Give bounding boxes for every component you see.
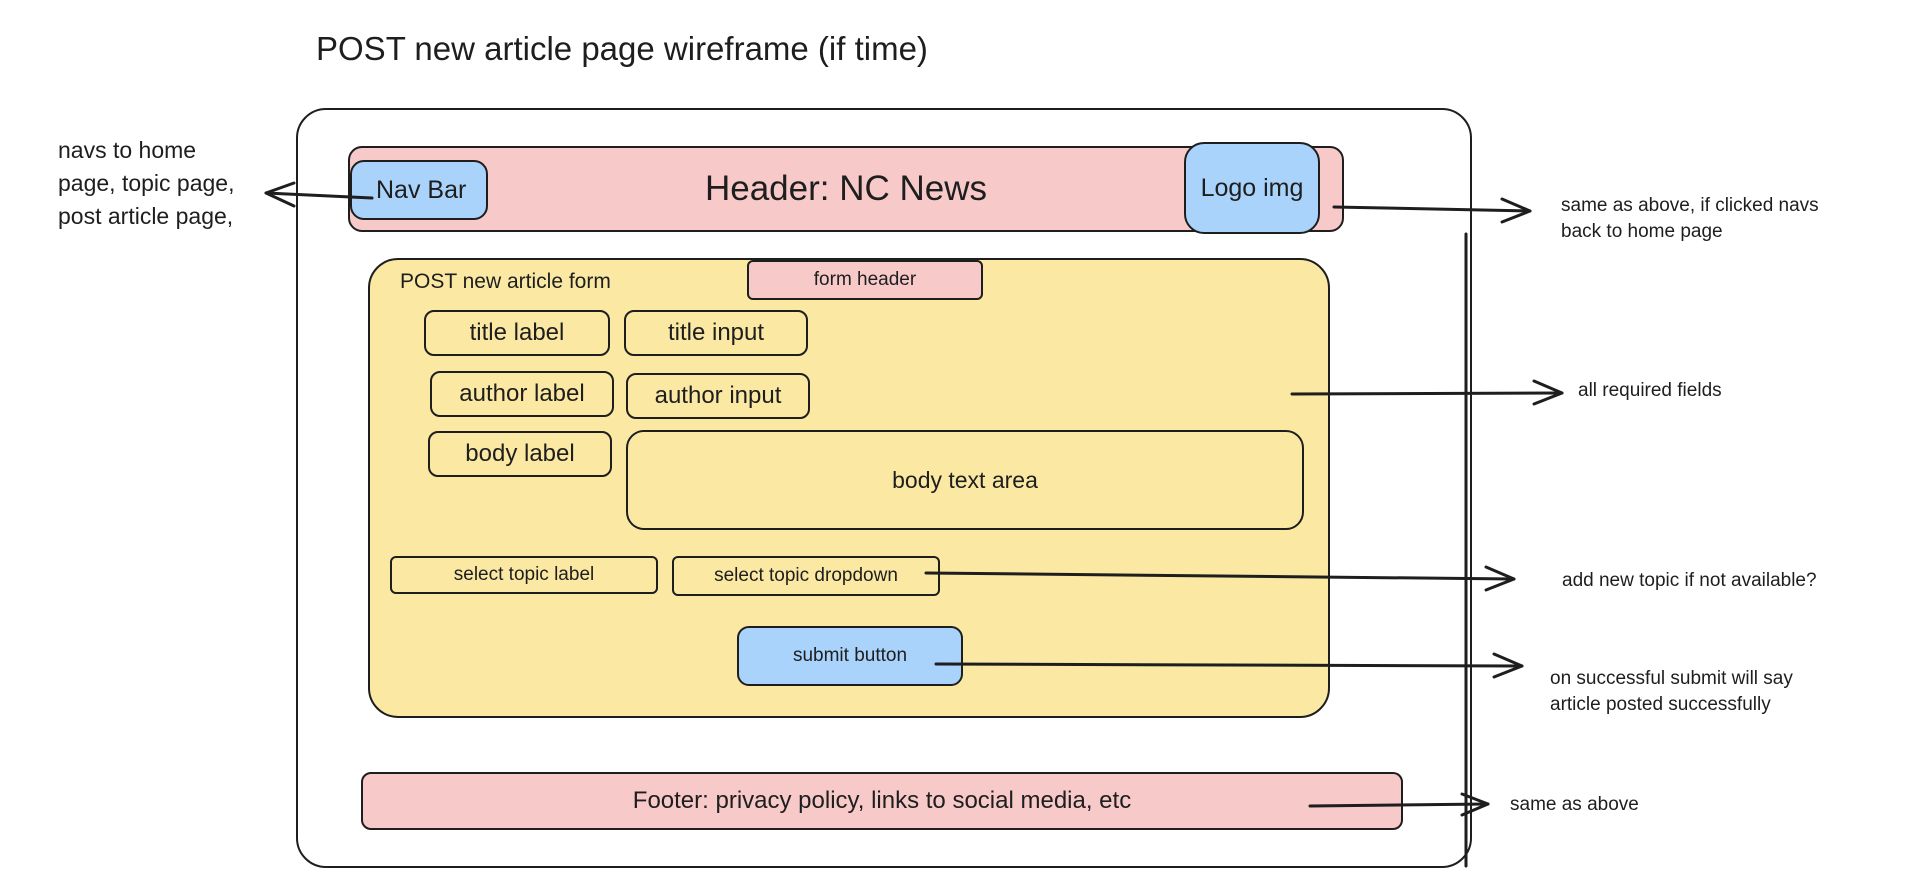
nav-bar-label: Nav Bar [376, 175, 467, 204]
submit-button-text: submit button [792, 645, 908, 666]
footer-label: Footer: privacy policy, links to social … [632, 787, 1132, 814]
body-label-box: body label [428, 431, 612, 477]
header-label: Header: NC News [704, 169, 988, 208]
author-label-text: author label [459, 380, 585, 407]
annotation-submit-line: article posted successfully [1550, 694, 1771, 715]
annotation-topic: add new topic if not available? [1562, 570, 1817, 591]
form-header-box: form header [747, 260, 983, 300]
annotation-nav-line: page, topic page, [58, 170, 235, 196]
diagram-title: POST new article page wireframe (if time… [316, 30, 928, 67]
logo-img-box: Logo img [1184, 142, 1320, 234]
annotation-logo-line: back to home page [1561, 221, 1723, 242]
form-header-label: form header [813, 269, 917, 290]
title-label-text: title label [469, 319, 565, 346]
select-topic-label-box: select topic label [390, 556, 658, 594]
annotation-nav-line: navs to home [58, 137, 197, 163]
select-topic-dropdown-text: select topic dropdown [714, 565, 898, 586]
author-input-text: author input [654, 382, 782, 409]
header-bar: Header: NC News [348, 146, 1344, 232]
body-textarea-box: body text area [626, 430, 1304, 530]
body-textarea-text: body text area [892, 466, 1038, 493]
author-label-box: author label [430, 371, 614, 417]
form-name-label: POST new article form [400, 270, 611, 293]
title-label-box: title label [424, 310, 610, 356]
annotation-submit: on successful submit will say article po… [1550, 666, 1793, 718]
annotation-nav: navs to home page, topic page, post arti… [58, 134, 234, 233]
annotation-submit-line: on successful submit will say [1550, 668, 1793, 689]
footer-bar: Footer: privacy policy, links to social … [361, 772, 1403, 830]
nav-bar: Nav Bar [350, 160, 488, 220]
title-input-text: title input [667, 319, 765, 346]
annotation-logo: same as above, if clicked navs back to h… [1561, 193, 1819, 245]
title-input-box: title input [624, 310, 808, 356]
submit-button-box: submit button [737, 626, 963, 686]
annotation-nav-line: post article page, [58, 203, 234, 229]
select-topic-label-text: select topic label [453, 564, 595, 585]
annotation-footer: same as above [1510, 794, 1639, 815]
annotation-required: all required fields [1578, 380, 1722, 401]
author-input-box: author input [626, 373, 810, 419]
select-topic-dropdown-box: select topic dropdown [672, 556, 940, 596]
body-label-text: body label [465, 440, 575, 467]
logo-img-label: Logo img [1200, 173, 1304, 202]
annotation-logo-line: same as above, if clicked navs [1561, 195, 1819, 216]
